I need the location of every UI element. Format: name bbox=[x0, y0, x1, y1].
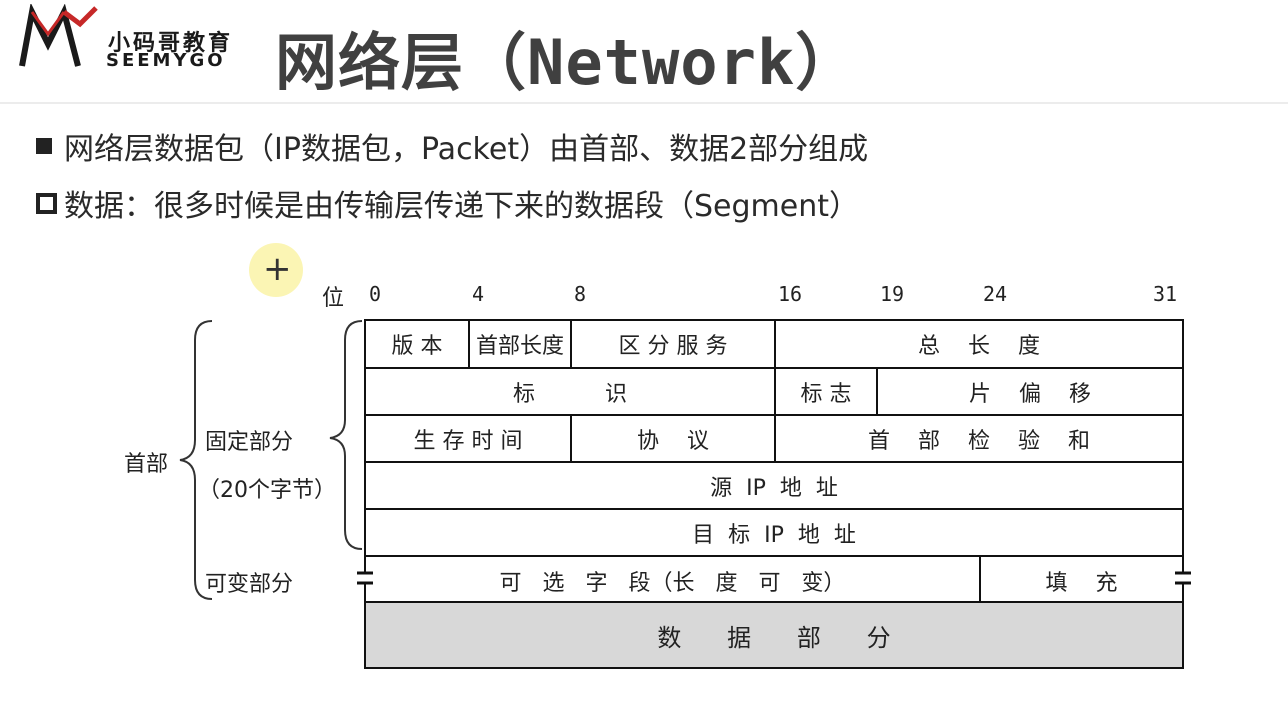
fixed-part-label: 固定部分 bbox=[205, 430, 294, 455]
bit-label-24: 24 bbox=[983, 282, 1008, 306]
fixed-part-size-label: （20个字节） bbox=[198, 478, 336, 503]
col-divider bbox=[876, 369, 878, 414]
fixed-part-brace bbox=[329, 320, 363, 550]
bit-label-0: 0 bbox=[369, 282, 382, 306]
cursor-highlight bbox=[249, 243, 303, 297]
col-divider bbox=[979, 557, 981, 604]
bit-label-4: 4 bbox=[472, 282, 485, 306]
slide-title: 网络层（Network） bbox=[275, 26, 859, 99]
col-divider bbox=[774, 416, 776, 461]
row-divider bbox=[366, 555, 1182, 557]
field-flags: 标 志 bbox=[800, 381, 852, 407]
bullet-text-2: 数据：很多时候是由传输层传递下来的数据段（Segment） bbox=[64, 189, 859, 224]
bullet-text-1: 网络层数据包（IP数据包，Packet）由首部、数据2部分组成 bbox=[64, 132, 869, 167]
field-total-length: 总 长 度 bbox=[918, 334, 1040, 359]
filled-square-bullet-icon bbox=[36, 138, 52, 154]
bit-label-16: 16 bbox=[778, 282, 803, 306]
ip-header-table: 版 本 首部长度 区 分 服 务 总 长 度 标 识 标 志 片 偏 移 生 存… bbox=[364, 319, 1184, 604]
slide-header: 小码哥教育 SEEMYGO 网络层（Network） bbox=[0, 0, 1288, 104]
right-break-mark bbox=[1175, 571, 1191, 585]
field-differentiated-services: 区 分 服 务 bbox=[618, 334, 728, 359]
field-identification: 标 识 bbox=[513, 381, 627, 407]
row-divider bbox=[366, 461, 1182, 463]
header-label: 首部 bbox=[124, 452, 169, 477]
bullet-point-2: 数据：很多时候是由传输层传递下来的数据段（Segment） bbox=[36, 181, 859, 225]
crosshair-cursor-icon: + bbox=[263, 249, 292, 289]
bit-label-19: 19 bbox=[880, 282, 905, 306]
field-header-checksum: 首 部 检 验 和 bbox=[868, 428, 1090, 454]
logo-chinese-text: 小码哥教育 bbox=[108, 31, 234, 56]
variable-part-label: 可变部分 bbox=[205, 572, 294, 597]
row-divider bbox=[366, 367, 1182, 369]
col-divider bbox=[570, 416, 572, 461]
field-header-length: 首部长度 bbox=[475, 334, 564, 359]
field-fragment-offset: 片 偏 移 bbox=[969, 381, 1091, 407]
seemygo-logo bbox=[19, 4, 98, 67]
field-options: 可 选 字 段（长 度 可 变） bbox=[499, 570, 846, 596]
field-padding: 填 充 bbox=[1045, 570, 1118, 596]
bit-label-31: 31 bbox=[1153, 282, 1178, 306]
hollow-square-bullet-icon bbox=[36, 192, 57, 214]
bit-label-8: 8 bbox=[574, 282, 587, 306]
logo-english-text: SEEMYGO bbox=[106, 50, 226, 71]
bit-label-word: 位 bbox=[322, 286, 345, 311]
col-divider bbox=[570, 321, 572, 367]
header-brace bbox=[179, 320, 213, 600]
col-divider bbox=[774, 321, 776, 367]
field-protocol: 协 议 bbox=[637, 428, 709, 454]
field-ttl: 生 存 时 间 bbox=[413, 428, 523, 454]
field-destination-ip: 目 标 IP 地 址 bbox=[692, 522, 856, 548]
row-divider bbox=[366, 414, 1182, 416]
left-break-mark bbox=[357, 571, 373, 585]
data-section: 数 据 部 分 bbox=[364, 601, 1184, 669]
bullet-point-1: 网络层数据包（IP数据包，Packet）由首部、数据2部分组成 bbox=[36, 124, 868, 168]
col-divider bbox=[468, 321, 470, 367]
field-version: 版 本 bbox=[391, 334, 443, 359]
row-divider bbox=[366, 508, 1182, 510]
col-divider bbox=[774, 369, 776, 414]
field-source-ip: 源 IP 地 址 bbox=[710, 475, 838, 501]
